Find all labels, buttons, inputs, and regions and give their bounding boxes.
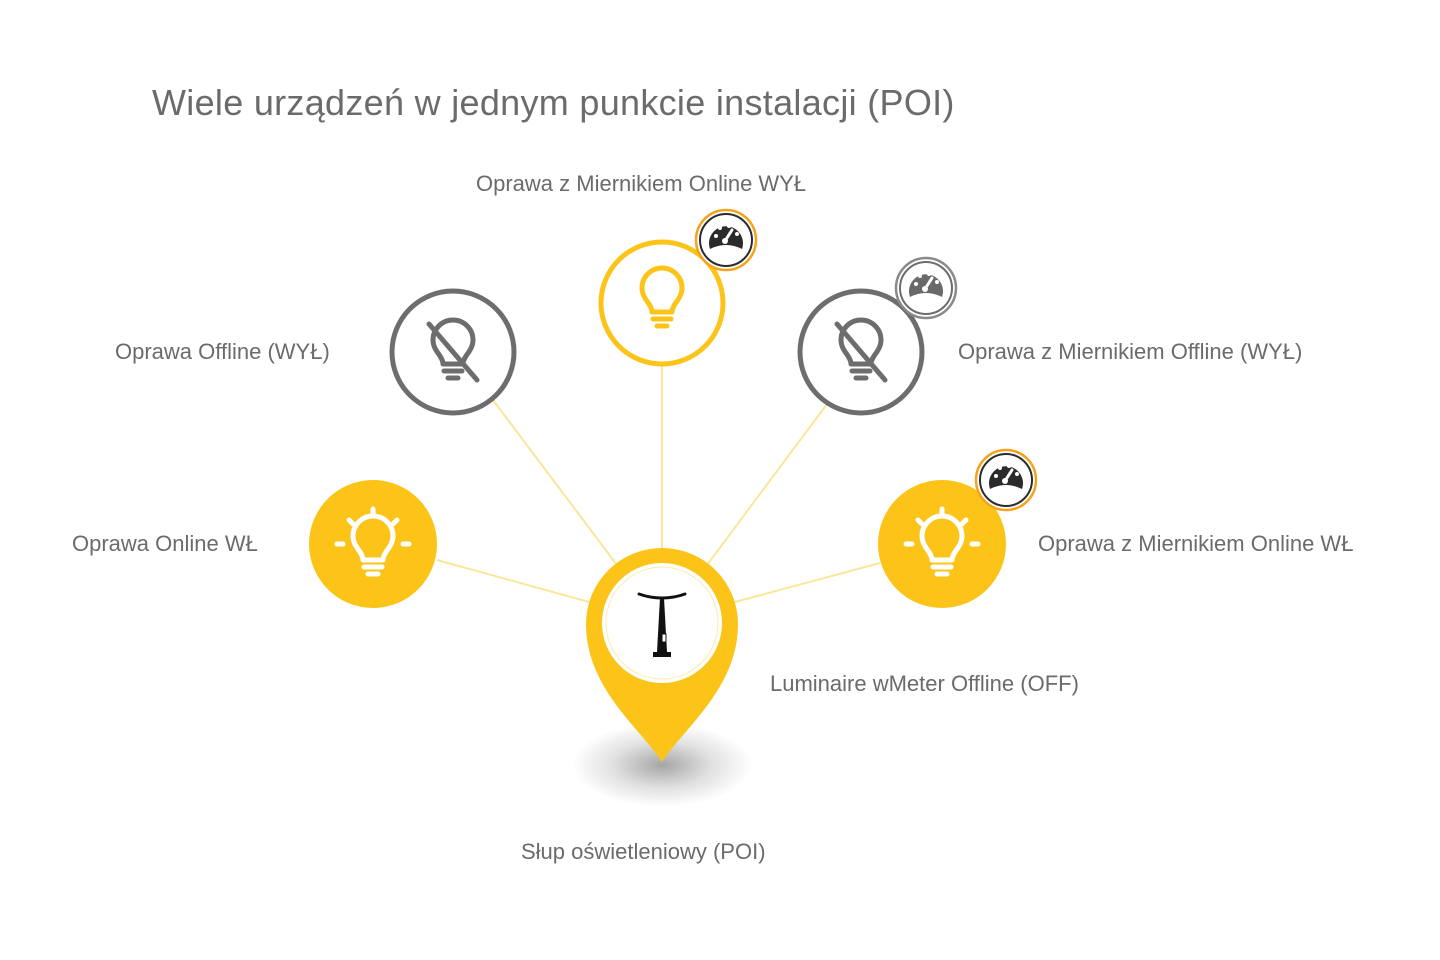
pin-shadow xyxy=(572,723,752,807)
lightbulb-off-icon xyxy=(426,320,480,383)
label-left-lower-node: Oprawa Online WŁ xyxy=(72,531,258,556)
label-luminaire: Luminaire wMeter Offline (OFF) xyxy=(770,671,1079,696)
connector-right-upper xyxy=(706,399,831,566)
node-right-lower xyxy=(878,448,1038,608)
node-top xyxy=(598,208,758,367)
meter-badge-online xyxy=(974,448,1038,512)
node-left-lower xyxy=(309,480,437,608)
node-left-upper xyxy=(389,288,517,416)
connector-right-lower xyxy=(734,562,881,603)
street-lamp-icon xyxy=(637,592,687,657)
lightbulb-off-icon xyxy=(834,320,888,383)
meter-badge-online xyxy=(694,208,758,272)
label-right-upper-node: Oprawa z Miernikiem Offline (WYŁ) xyxy=(958,339,1303,364)
node-right-upper xyxy=(797,256,958,416)
label-poi: Słup oświetleniowy (POI) xyxy=(521,839,766,864)
meter-badge-offline xyxy=(894,256,958,320)
poi-pin xyxy=(572,548,752,807)
connector-left-upper xyxy=(492,399,618,566)
page-title: Wiele urządzeń w jednym punkcie instalac… xyxy=(152,82,955,123)
label-top-node: Oprawa z Miernikiem Online WYŁ xyxy=(476,171,807,196)
label-right-lower-node: Oprawa z Miernikiem Online WŁ xyxy=(1038,531,1354,556)
label-left-upper-node: Oprawa Offline (WYŁ) xyxy=(115,339,330,364)
connector-left-lower xyxy=(436,559,590,603)
connector-lines xyxy=(436,362,881,603)
